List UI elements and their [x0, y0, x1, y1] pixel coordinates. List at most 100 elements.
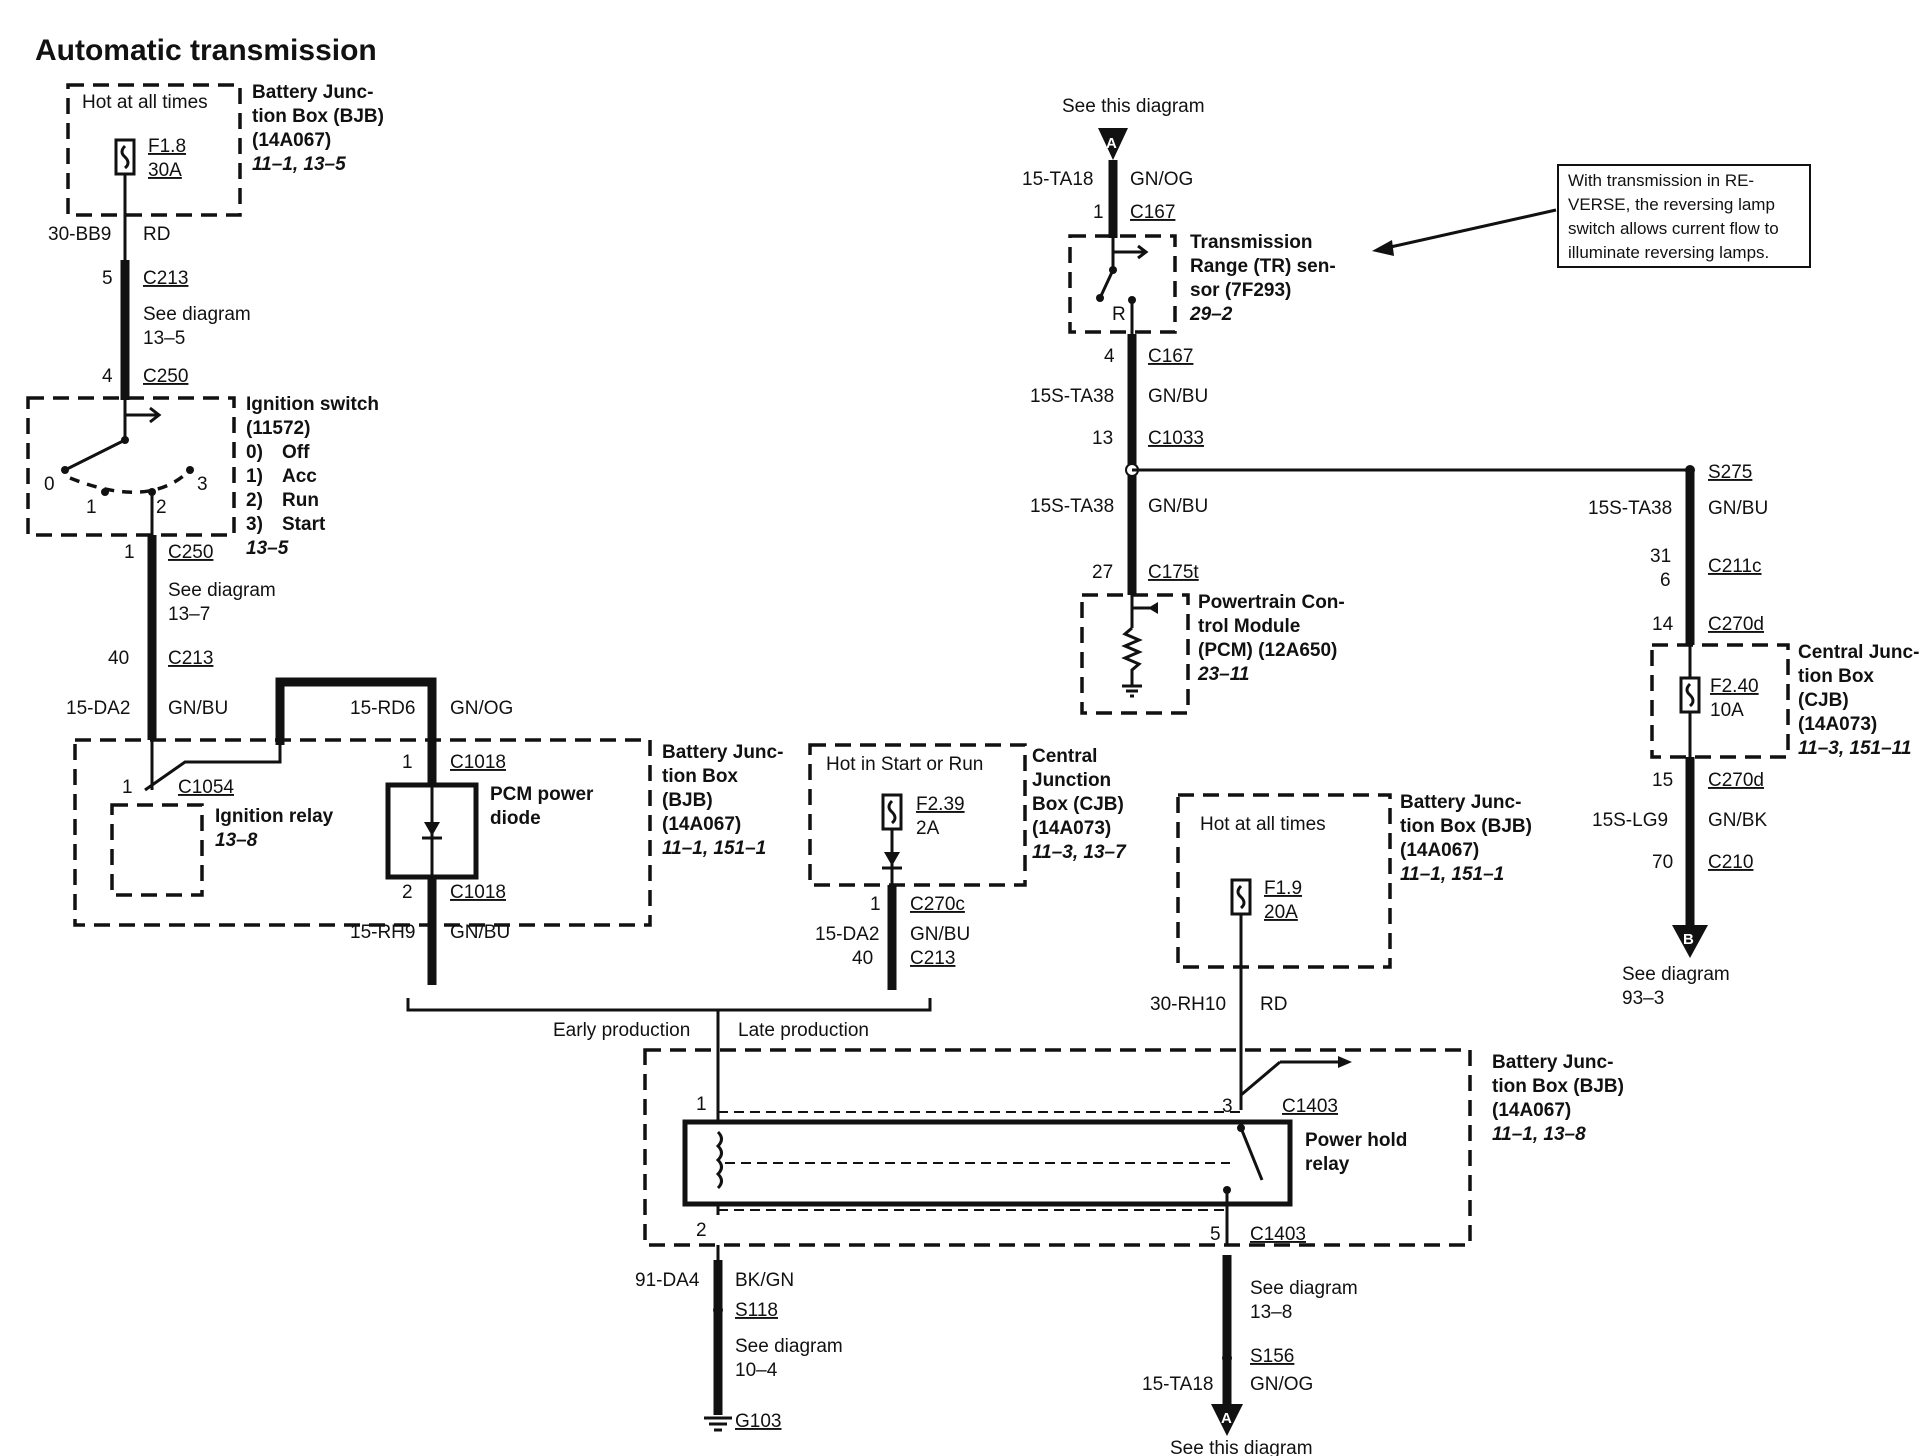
connector-label: C250: [168, 542, 213, 563]
note-text: switch allows current flow to: [1568, 219, 1779, 238]
box-name: (14A067): [662, 814, 741, 835]
connector-label: C210: [1708, 852, 1753, 873]
component-name: Transmission: [1190, 232, 1313, 253]
see-diagram-ref: 13–8: [1250, 1302, 1292, 1323]
wire-id: 15-RD6: [350, 698, 415, 719]
fuse-label: F2.40: [1710, 676, 1759, 697]
ground-label: G103: [735, 1411, 781, 1432]
wire-id: 30-RH10: [1150, 994, 1226, 1015]
box-name: Battery Junc-: [1400, 792, 1521, 813]
pin-number: 13: [1092, 428, 1113, 449]
wire-id: 30-BB9: [48, 224, 111, 245]
box-ref: 11–1, 151–1: [1400, 864, 1504, 885]
switch-pos-num: 3): [246, 514, 263, 535]
wire-id: 15-DA2: [815, 924, 879, 945]
note-text: VERSE, the reversing lamp: [1568, 195, 1775, 214]
splice-label: S118: [735, 1300, 778, 1321]
see-diagram: See diagram: [735, 1336, 843, 1357]
connector-label: C270c: [910, 894, 965, 915]
marker-letter: A: [1221, 1410, 1232, 1427]
wire-id: 15-RH9: [350, 922, 415, 943]
component-name: Powertrain Con-: [1198, 592, 1345, 613]
box-name: tion Box: [662, 766, 738, 787]
component-ref: 29–2: [1189, 304, 1233, 325]
production-bracket: [406, 998, 932, 1012]
switch-pos-num: 2): [246, 490, 263, 511]
component-name: diode: [490, 808, 541, 829]
wire-color: GN/OG: [1250, 1374, 1313, 1395]
wire-color: GN/BU: [1148, 496, 1208, 517]
box-name: Box (CJB): [1032, 794, 1124, 815]
pin-number: 40: [108, 648, 129, 669]
pin-number: 4: [102, 366, 113, 387]
box-name: Battery Junc-: [1492, 1052, 1613, 1073]
box-name: tion Box (BJB): [252, 106, 384, 127]
see-diagram: See diagram: [168, 580, 276, 601]
pin-number: 15: [1652, 770, 1673, 791]
pin-number: 1: [124, 542, 135, 563]
bjb-right-box: [1176, 793, 1392, 969]
box-ref: 11–1, 13–8: [1492, 1124, 1586, 1145]
pin-number: 1: [870, 894, 881, 915]
connector-label: C250: [143, 366, 188, 387]
wire-color: GN/OG: [1130, 169, 1193, 190]
tr-sensor-box: [1068, 234, 1177, 334]
box-name: (14A073): [1798, 714, 1877, 735]
box-ref: 11–1, 13–5: [252, 154, 346, 175]
box-ref: 11–3, 151–11: [1798, 738, 1911, 759]
pin-number: 31: [1650, 546, 1671, 567]
component-name: Power hold: [1305, 1130, 1407, 1151]
pin-number: 1: [1093, 202, 1104, 223]
connector-marker-a: [1098, 128, 1128, 160]
switch-pos-num: 0): [246, 442, 263, 463]
wire-id: 15S-TA38: [1588, 498, 1672, 519]
connector-label: C175t: [1148, 562, 1199, 583]
late-production-label: Late production: [738, 1020, 869, 1041]
connector-label: C1018: [450, 752, 506, 773]
component-name: Range (TR) sen-: [1190, 256, 1336, 277]
component-ref: 23–11: [1197, 664, 1249, 685]
component-ref: 13–8: [215, 830, 258, 851]
fuse-amps: 30A: [148, 160, 182, 181]
wire-id: 15-TA18: [1142, 1374, 1213, 1395]
box-name: (14A073): [1032, 818, 1111, 839]
wire-color: RD: [143, 224, 170, 245]
switch-pos-name: Off: [282, 442, 310, 463]
pin-number: 5: [1210, 1224, 1221, 1245]
fuse-label: F1.8: [148, 136, 186, 157]
see-diagram: See diagram: [1250, 1278, 1358, 1299]
connector-label: C270d: [1708, 770, 1764, 791]
pin-number: 70: [1652, 852, 1673, 873]
early-production-label: Early production: [553, 1020, 690, 1041]
box-name: Battery Junc-: [662, 742, 783, 763]
wire-id: 91-DA4: [635, 1270, 700, 1291]
box-ref: 11–1, 151–1: [662, 838, 766, 859]
see-this-diagram: See this diagram: [1170, 1438, 1313, 1456]
hot-label: Hot in Start or Run: [826, 754, 983, 775]
connector-marker-a: [1211, 1404, 1243, 1436]
note-text: illuminate reversing lamps.: [1568, 243, 1769, 262]
pin-number: 2: [402, 882, 413, 903]
pin-number: 2: [696, 1220, 707, 1241]
fuse-amps: 20A: [1264, 902, 1298, 923]
box-name: (BJB): [662, 790, 713, 811]
switch-position: 0: [44, 474, 55, 495]
pin-number: 1: [402, 752, 413, 773]
switch-pos-name: Acc: [282, 466, 317, 487]
box-name: tion Box (BJB): [1492, 1076, 1624, 1097]
box-name: (CJB): [1798, 690, 1849, 711]
pin-number: 6: [1660, 570, 1671, 591]
wire-color: GN/BU: [450, 922, 510, 943]
connector-label: C1403: [1250, 1224, 1306, 1245]
connector-label: C1403: [1282, 1096, 1338, 1117]
wire-color: GN/BU: [168, 698, 228, 719]
fuse-amps: 10A: [1710, 700, 1744, 721]
component-name: Ignition switch: [246, 394, 379, 415]
connector-label: C1033: [1148, 428, 1204, 449]
see-diagram-ref: 13–5: [143, 328, 185, 349]
diagram-title: Automatic transmission: [35, 34, 377, 67]
pin-number: 4: [1104, 346, 1115, 367]
pin-number: 40: [852, 948, 873, 969]
see-this-diagram: See this diagram: [1062, 96, 1205, 117]
